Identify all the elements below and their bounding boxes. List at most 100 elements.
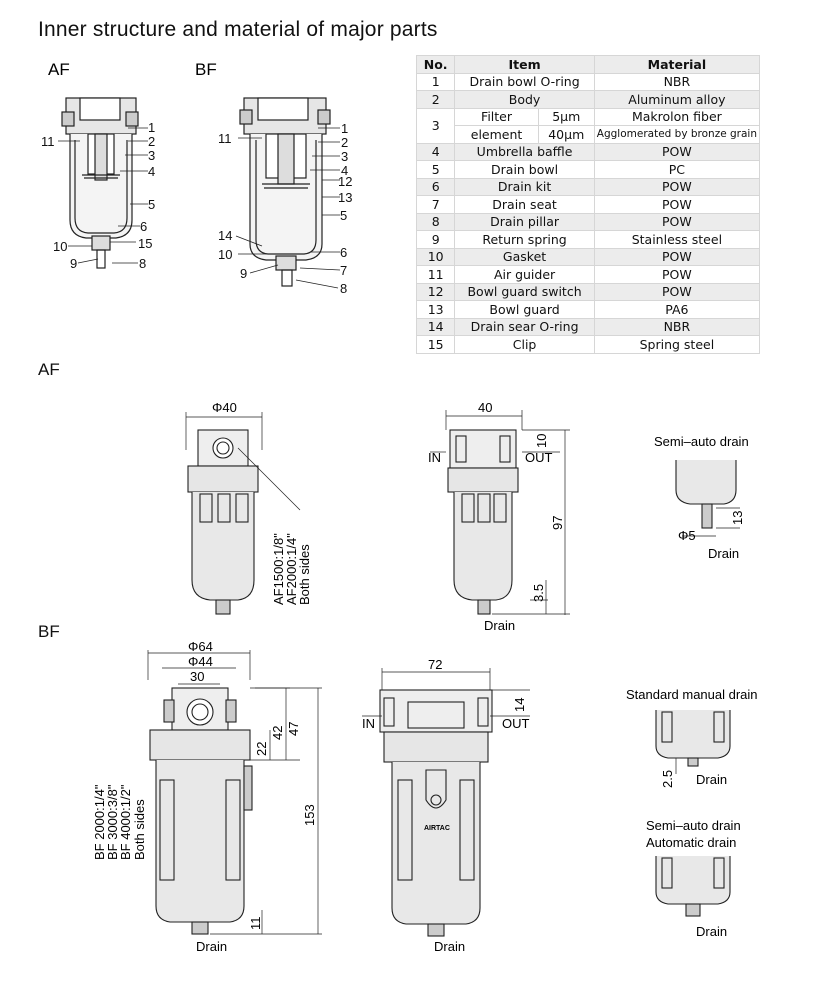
table-row: element 40μm Agglomerated by bronze grai… bbox=[417, 125, 761, 144]
brand-label: AIRTAC bbox=[424, 825, 450, 832]
bf-drain-label: Drain bbox=[196, 939, 227, 954]
bf-semi-drain-title: Semi–auto drain bbox=[646, 818, 741, 833]
af-semi-auto-detail bbox=[675, 460, 740, 537]
bf-auto-drain-detail bbox=[655, 856, 731, 917]
bf-dim-d11: 11 bbox=[248, 917, 263, 931]
af-semi-drain-label: Drain bbox=[708, 546, 739, 561]
bf-callout: 1 bbox=[341, 121, 348, 136]
af-callouts: 11 1 2 3 4 5 6 15 10 9 8 bbox=[41, 120, 155, 271]
af-callout: 8 bbox=[139, 256, 146, 271]
bf-callout: 5 bbox=[340, 208, 347, 223]
af-callout: 6 bbox=[140, 219, 147, 234]
af-port-both-label: Both sides bbox=[297, 544, 312, 605]
bf-dim-d30: 30 bbox=[190, 669, 204, 684]
bf-in-label: IN bbox=[362, 716, 375, 731]
af-dim-w40: 40 bbox=[478, 400, 492, 415]
section-label-af: AF bbox=[38, 360, 60, 379]
bf-out-label: OUT bbox=[502, 716, 530, 731]
bf-dim-phi44: Φ44 bbox=[188, 654, 213, 669]
af-dim-d10: 10 bbox=[534, 434, 549, 448]
bf-callout: 13 bbox=[338, 190, 352, 205]
section-label-bf: BF bbox=[38, 622, 60, 641]
bf-callout: 4 bbox=[341, 163, 348, 178]
bf-dimension-drawings: Φ64 Φ44 30 22 42 47 153 11 BF 2000:1/4" … bbox=[92, 640, 758, 954]
bf-port-label-3: BF 4000:1/2" bbox=[118, 784, 133, 860]
cutaway-label-af: AF bbox=[48, 60, 70, 79]
bf-callouts: 11 1 2 3 4 12 13 5 14 10 6 7 9 8 bbox=[218, 121, 352, 296]
bf-cutaway-figure bbox=[239, 97, 331, 287]
af-callout: 15 bbox=[138, 236, 152, 251]
bf-std-drain-label: Drain bbox=[696, 772, 727, 787]
bf-dim-d14: 14 bbox=[512, 698, 527, 712]
af-front-view bbox=[185, 412, 301, 615]
page-title: Inner structure and material of major pa… bbox=[38, 18, 438, 41]
bf-standard-drain-title: Standard manual drain bbox=[626, 687, 758, 702]
af-callout: 5 bbox=[148, 197, 155, 212]
bf-side-view bbox=[362, 668, 530, 937]
af-callout: 10 bbox=[53, 239, 67, 254]
af-callout: 2 bbox=[148, 134, 155, 149]
af-in-label: IN bbox=[428, 450, 441, 465]
bf-callout: 14 bbox=[218, 228, 232, 243]
af-port-label-1: AF1500:1/8" bbox=[271, 533, 286, 605]
bf-callout: 3 bbox=[341, 149, 348, 164]
bf-dim-d153: 153 bbox=[302, 804, 317, 826]
bf-port-both-label: Both sides bbox=[132, 799, 147, 860]
af-semi-auto-title: Semi–auto drain bbox=[654, 434, 749, 449]
bf-dim-phi64: Φ64 bbox=[188, 640, 213, 654]
bf-auto-drain-title: Automatic drain bbox=[646, 835, 736, 850]
af-port-label-2: AF2000:1/4" bbox=[284, 533, 299, 605]
col-header-item: Item bbox=[454, 55, 595, 74]
af-callout: 4 bbox=[148, 164, 155, 179]
af-cutaway-figure bbox=[61, 97, 139, 269]
af-semi-dim-d13: 13 bbox=[730, 511, 745, 525]
bf-port-label-2: BF 3000:3/8" bbox=[105, 784, 120, 860]
bf-dim-w72: 72 bbox=[428, 657, 442, 672]
bf-side-drain-label: Drain bbox=[434, 939, 465, 954]
af-out-label: OUT bbox=[525, 450, 553, 465]
af-drain-label: Drain bbox=[484, 618, 515, 633]
af-dim-d35: 3.5 bbox=[531, 584, 546, 602]
bf-callout: 12 bbox=[338, 174, 352, 189]
af-side-view bbox=[430, 410, 570, 615]
bf-dim-d42: 42 bbox=[270, 726, 285, 740]
af-callout: 9 bbox=[70, 256, 77, 271]
af-dimension-drawings: Φ40 AF1500:1/8" AF2000:1/4" Both sides 4… bbox=[185, 400, 749, 633]
col-header-material: Material bbox=[593, 55, 761, 74]
bf-standard-drain-detail bbox=[655, 710, 731, 774]
af-dim-phi40: Φ40 bbox=[212, 400, 237, 415]
af-dim-d97: 97 bbox=[550, 516, 565, 530]
bf-dim-d47: 47 bbox=[286, 722, 301, 736]
af-callout: 3 bbox=[148, 148, 155, 163]
bf-callout: 6 bbox=[340, 245, 347, 260]
bf-callout: 11 bbox=[218, 131, 232, 146]
bf-callout: 10 bbox=[218, 247, 232, 262]
af-callout: 1 bbox=[148, 120, 155, 135]
cutaway-drawings: AF BF 11 1 2 3 4 5 6 15 10 9 bbox=[41, 60, 352, 296]
bf-std-dim-d25: 2.5 bbox=[660, 770, 675, 788]
bf-auto-drain-label: Drain bbox=[696, 924, 727, 939]
col-header-no: No. bbox=[415, 55, 456, 74]
af-callout: 11 bbox=[41, 134, 55, 149]
bf-dim-d22: 22 bbox=[254, 742, 269, 756]
bf-callout: 7 bbox=[340, 263, 347, 278]
bf-callout: 2 bbox=[341, 135, 348, 150]
cutaway-label-bf: BF bbox=[195, 60, 217, 79]
af-semi-dim-phi5: Φ5 bbox=[678, 528, 696, 543]
bf-front-view bbox=[147, 650, 322, 935]
bf-callout: 8 bbox=[340, 281, 347, 296]
